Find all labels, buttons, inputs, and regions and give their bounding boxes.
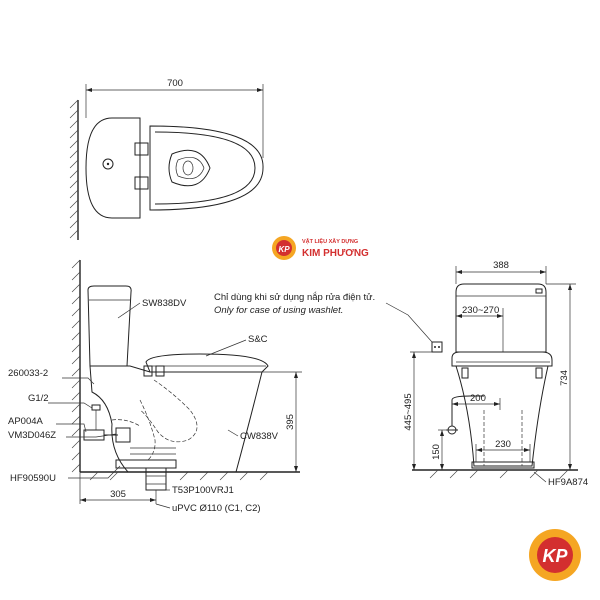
power-outlet [431, 341, 443, 353]
bowl-opening [168, 149, 211, 187]
part-260033-label: 260033-2 [8, 368, 48, 379]
seat-outline [149, 125, 264, 211]
tank-front [455, 283, 547, 353]
brand-logo-letters: KP [278, 245, 290, 254]
vm3d046z-label: VM3D046Z [8, 430, 56, 441]
seat-label: S&C [248, 334, 268, 345]
ap004a-label: AP004A [8, 416, 44, 427]
height-dim-label: 395 [285, 414, 296, 430]
trapway-dashed [139, 379, 198, 443]
floor-flange [115, 459, 177, 469]
side-view: 395 305 SW838DV S&C CW838V 260033-2 G1/2… [8, 259, 302, 514]
note-en: Only for case of using washlet. [214, 305, 343, 316]
base-dim-label: 305 [110, 489, 126, 500]
width-dim-label: 700 [167, 78, 183, 89]
brand-tagline: VẬT LIỆU XÂY DỰNG [302, 237, 358, 245]
tank-outline [85, 117, 141, 219]
inlet-range-label: 445~495 [403, 393, 414, 430]
bottom-width-label: 230 [495, 439, 511, 450]
hose-fitting [115, 427, 131, 443]
corner-logo: KP [529, 529, 581, 581]
top-view: 700 [69, 78, 264, 240]
seat-side [145, 353, 269, 373]
base-height-label: 150 [431, 444, 442, 460]
seat-front [451, 351, 553, 367]
tank-side [87, 285, 132, 367]
brand-watermark: KP VẬT LIỆU XÂY DỰNG KIM PHƯƠNG [272, 236, 369, 260]
hf90590u-label: HF90590U [10, 473, 56, 484]
note-vi: Chỉ dùng khi sử dụng nắp rửa điện tử. [214, 292, 375, 303]
brand-name: KIM PHƯƠNG [302, 248, 369, 259]
bowl-label: CW838V [240, 431, 279, 442]
top-view-wall-hatch [69, 99, 79, 239]
g12-label: G1/2 [28, 393, 49, 404]
washlet-note: Chỉ dùng khi sử dụng nắp rửa điện tử. On… [214, 292, 433, 343]
total-height-label: 734 [559, 370, 570, 386]
note-leader [385, 302, 433, 343]
flush-button [102, 158, 114, 170]
stop-valve [83, 429, 105, 441]
front-view: 388 230~270 734 445~495 200 230 [403, 260, 588, 488]
tank-label: SW838DV [142, 298, 187, 309]
inlet-offset-label: 200 [470, 393, 486, 404]
front-width-label: 388 [493, 260, 509, 271]
bowl-side [89, 365, 263, 473]
t53-label: T53P100VRJ1 [172, 485, 234, 496]
bowl-front [455, 365, 549, 467]
upvc-label: uPVC Ø110 (C1, C2) [172, 503, 261, 514]
hf9a874-label: HF9A874 [548, 477, 588, 488]
corner-logo-letters: KP [542, 546, 568, 566]
range-top-label: 230~270 [462, 305, 499, 316]
